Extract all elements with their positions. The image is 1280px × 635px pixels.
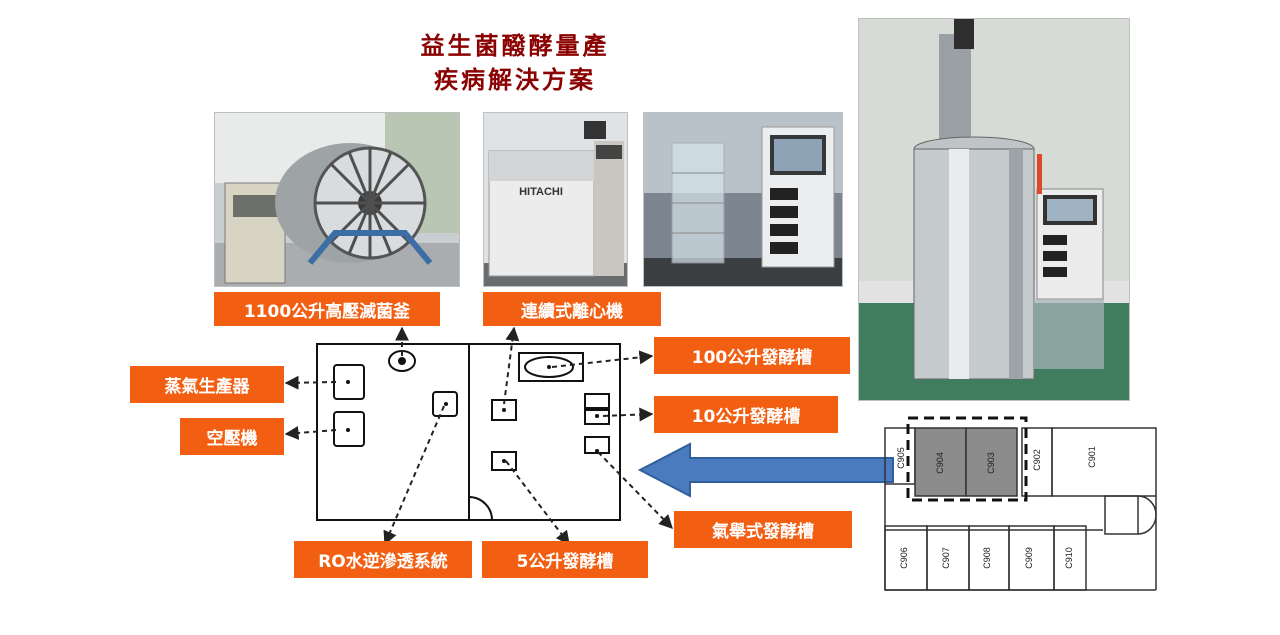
building-floor-plan: [884, 427, 1157, 591]
room-c904: C904: [935, 452, 945, 474]
room-c909: C909: [1024, 547, 1034, 569]
arrow-steam: [284, 375, 337, 390]
label-compressor: 空壓機: [180, 418, 284, 455]
arrow-compressor: [284, 426, 337, 440]
label-steam-generator: 蒸氣生產器: [130, 366, 284, 403]
small-fermenter-photo: [643, 112, 843, 287]
title-line-2: 疾病解決方案: [434, 65, 596, 94]
centrifuge-photo: HITACHI: [483, 112, 628, 287]
label-autoclave: 1100公升高壓滅菌釜: [214, 292, 440, 326]
large-fermenter-photo: [858, 18, 1130, 401]
highlight-box: [906, 416, 1028, 502]
brand-text: HITACHI: [519, 186, 563, 198]
label-tank-100l: 100公升發酵槽: [654, 337, 850, 374]
room-c902: C902: [1032, 449, 1042, 471]
label-ro-system: RO水逆滲透系統: [294, 541, 472, 578]
room-c910: C910: [1064, 547, 1074, 569]
room-c907: C907: [941, 547, 951, 569]
arrow-10l: [602, 407, 654, 422]
arrow-100l: [551, 350, 654, 368]
room-c906: C906: [899, 547, 909, 569]
location-arrow: [637, 442, 894, 498]
lab-floor-plan: [316, 343, 621, 521]
arrow-5l: [505, 460, 570, 546]
label-tank-5l: 5公升發酵槽: [482, 541, 648, 578]
arrow-centrifuge: [503, 326, 520, 405]
room-c903: C903: [986, 452, 996, 474]
autoclave-photo: [214, 112, 460, 287]
label-centrifuge: 連續式離心機: [483, 292, 661, 326]
room-c908: C908: [982, 547, 992, 569]
room-c905: C905: [896, 447, 906, 469]
room-c901: C901: [1087, 446, 1097, 468]
label-tank-10l: 10公升發酵槽: [654, 396, 838, 433]
label-airlift-fermenter: 氣舉式發酵槽: [674, 511, 852, 548]
arrow-ro: [383, 405, 445, 546]
arrow-airlift: [597, 451, 673, 530]
title-line-1: 益生菌醱酵量產: [420, 31, 610, 60]
